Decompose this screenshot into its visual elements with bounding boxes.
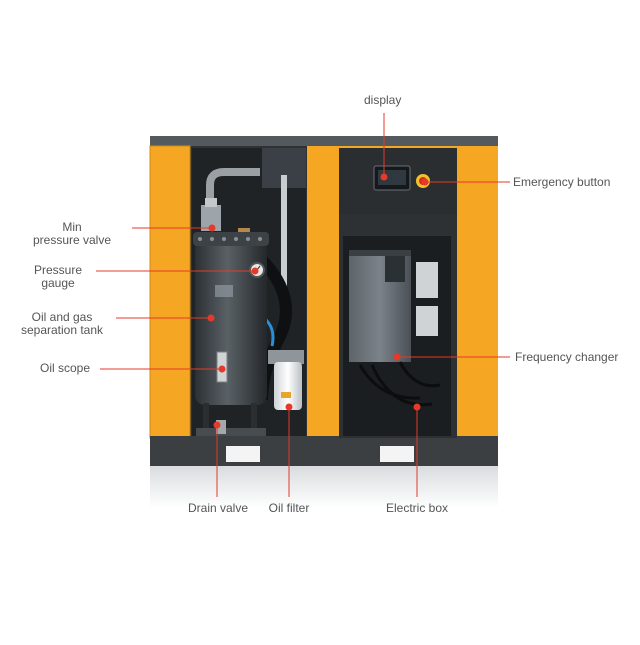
- right-frame-post: [456, 146, 498, 438]
- label-oil-scope: Oil scope: [40, 361, 91, 375]
- label-oil-filter: Oil filter: [268, 501, 310, 515]
- label-display: display: [364, 93, 402, 107]
- forklift-slot-left: [226, 446, 260, 462]
- label-min-pressure-valve-line1: Min: [62, 220, 82, 234]
- oil-filter: [274, 362, 302, 410]
- label-emergency-button: Emergency button: [513, 175, 611, 189]
- top-lid: [150, 136, 498, 148]
- label-min-pressure-valve: Min pressure valve: [16, 221, 128, 247]
- left-frame-post: [150, 146, 190, 438]
- label-drain-valve: Drain valve: [187, 501, 249, 515]
- label-separation-tank-line2: separation tank: [20, 323, 104, 337]
- label-pressure-gauge-line2: gauge: [41, 276, 75, 290]
- label-min-pressure-valve-line2: pressure valve: [32, 233, 112, 247]
- label-pressure-gauge-line1: Pressure: [33, 263, 83, 277]
- label-frequency-changer: Frequency changer: [515, 350, 619, 364]
- label-electric-box: Electric box: [385, 501, 449, 515]
- forklift-slot-right: [380, 446, 414, 462]
- label-separation-tank: Oil and gas separation tank: [8, 311, 116, 337]
- oil-gas-separation-tank: [195, 235, 267, 405]
- min-pressure-valve: [201, 205, 221, 231]
- callout-lines: [96, 113, 510, 497]
- label-pressure-gauge: Pressure gauge: [22, 264, 94, 290]
- machine-base: [150, 436, 498, 466]
- drain-valve: [216, 420, 226, 434]
- floor-reflection: [150, 466, 498, 508]
- label-separation-tank-line1: Oil and gas: [31, 310, 93, 324]
- middle-frame-post: [307, 146, 339, 438]
